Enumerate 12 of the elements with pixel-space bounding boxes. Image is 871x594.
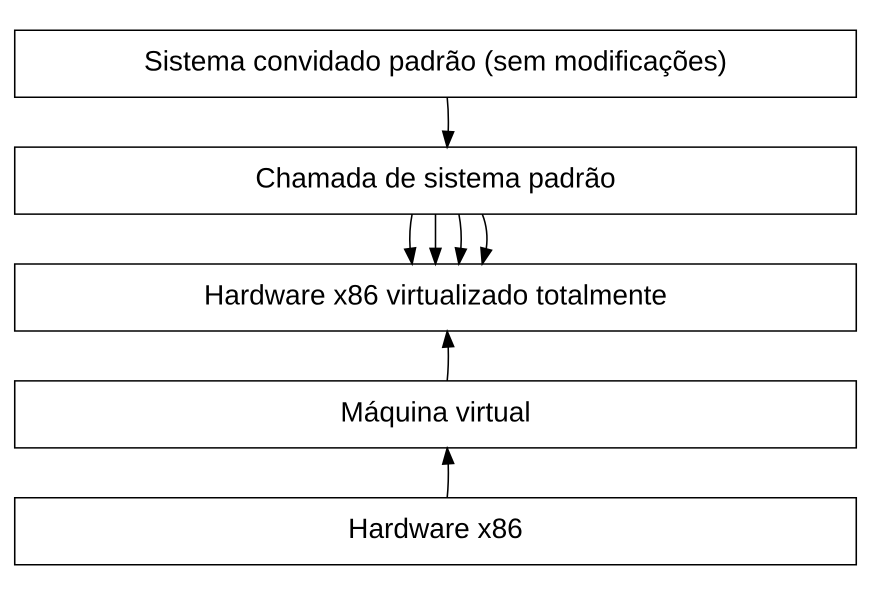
- node-box: Hardware x86 virtualizado totalmente: [14, 262, 858, 332]
- arrow: [442, 328, 455, 380]
- node-box: Máquina virtual: [14, 380, 858, 448]
- node-box: Hardware x86: [14, 496, 858, 566]
- arrow: [428, 214, 442, 266]
- arrow: [480, 214, 493, 266]
- node-box: Sistema convidado padrão (sem modificações): [14, 28, 858, 98]
- node-box: Chamada de sistema padrão: [14, 146, 858, 214]
- arrow: [404, 214, 417, 266]
- arrow: [442, 97, 455, 149]
- arrow: [442, 445, 455, 498]
- arrow: [454, 214, 468, 266]
